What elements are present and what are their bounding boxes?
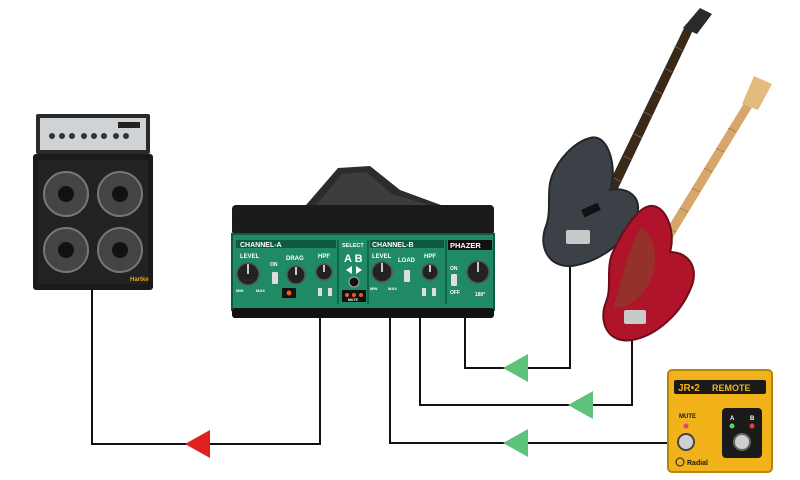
arrow-green-bass-1-icon: [503, 354, 528, 382]
channel-a-gnd-switch[interactable]: [328, 288, 332, 296]
select-left-arrow-icon: [346, 266, 352, 274]
arrow-green-bass-2-icon: [568, 391, 593, 419]
jr2-remote-footswitch: JR•2 REMOTE MUTE A B Radial: [667, 369, 773, 473]
di-box-base: [232, 308, 494, 318]
led-a-icon: [345, 293, 349, 297]
select-ab-label: A B: [344, 253, 363, 265]
amp-brand-label: Hartke: [130, 277, 149, 283]
bass-guitar-red: [602, 76, 772, 342]
pedal-mute-led-icon: [683, 423, 689, 429]
select-button[interactable]: [348, 276, 360, 288]
channel-b-hpf-label: HPF: [424, 254, 436, 260]
bass-red-neck: [660, 100, 754, 244]
pedal-b-label: B: [750, 416, 755, 422]
channel-b-level-label: LEVEL: [372, 254, 392, 260]
bass-guitar-dark: [542, 8, 712, 268]
phazer-di-box: CHANNEL-A LEVEL MIN MAX DRAG ON HPF SELE…: [231, 166, 495, 318]
channel-a-level-label: LEVEL: [240, 254, 260, 260]
mute-led-label: MUTE: [348, 298, 359, 302]
channel-a-drag-label: DRAG: [286, 256, 304, 262]
di-box-chassis: [232, 205, 494, 235]
radial-logo-icon: [675, 457, 685, 467]
pedal-mute-label: MUTE: [679, 414, 696, 420]
channel-b-label: CHANNEL-B: [372, 242, 414, 249]
bass-amp-stack: Hartke: [33, 114, 153, 290]
bass-dark-frets: [603, 45, 683, 205]
phazer-180-label: 180°: [475, 292, 485, 298]
channel-b-max-label: MAX: [388, 286, 397, 291]
bass-red-headstock: [742, 76, 772, 110]
pedal-b-led-icon: [749, 423, 755, 429]
channel-a-drag-switch[interactable]: [272, 272, 278, 284]
channel-b-min-label: MIN: [370, 286, 377, 291]
bass-red-pickguard: [614, 228, 655, 308]
channel-a-sig-switch[interactable]: [318, 288, 322, 296]
pedal-a-label: A: [730, 416, 735, 422]
led-b-icon: [359, 293, 363, 297]
cable-bass-2: [419, 318, 633, 406]
arrow-green-footswitch-icon: [503, 429, 528, 457]
select-label: SELECT: [342, 243, 364, 249]
channel-b-sig-switch[interactable]: [422, 288, 426, 296]
channel-a-label: CHANNEL-A: [240, 242, 282, 249]
cable-footswitch: [389, 318, 668, 444]
channel-a-on-label: ON: [270, 262, 278, 268]
led-mute-icon: [352, 293, 356, 297]
phazer-on-off-switch[interactable]: [451, 274, 457, 286]
arrow-red-to-amp-icon: [185, 430, 210, 458]
channel-a-hpf-label: HPF: [318, 254, 330, 260]
phazer-brand-label: PHAZER: [450, 241, 481, 250]
channel-a-max-label: MAX: [256, 288, 265, 293]
amp-head-knobs: [49, 133, 129, 139]
phazer-off-label: OFF: [450, 290, 460, 296]
channel-b-load-label: LOAD: [398, 258, 416, 264]
channel-b-load-switch[interactable]: [404, 270, 410, 282]
channel-b-gnd-switch[interactable]: [432, 288, 436, 296]
pedal-model-label: JR•2: [678, 383, 700, 394]
bass-dark-pickup: [581, 202, 601, 218]
channel-a-min-label: MIN: [236, 288, 243, 293]
pedal-maker-label: Radial: [687, 460, 708, 467]
select-right-arrow-icon: [356, 266, 362, 274]
pedal-name-label: REMOTE: [712, 383, 751, 393]
bass-dark-headstock: [683, 8, 712, 34]
speaker-cones: [43, 171, 143, 273]
pedal-mute-footswitch[interactable]: [677, 433, 695, 451]
bass-dark-bridge: [566, 230, 590, 244]
phazer-on-label: ON: [450, 266, 458, 272]
pedal-ab-footswitch[interactable]: [733, 433, 751, 451]
bass-red-bridge: [624, 310, 646, 324]
amp-head-display: [118, 122, 140, 128]
pedal-a-led-icon: [729, 423, 735, 429]
